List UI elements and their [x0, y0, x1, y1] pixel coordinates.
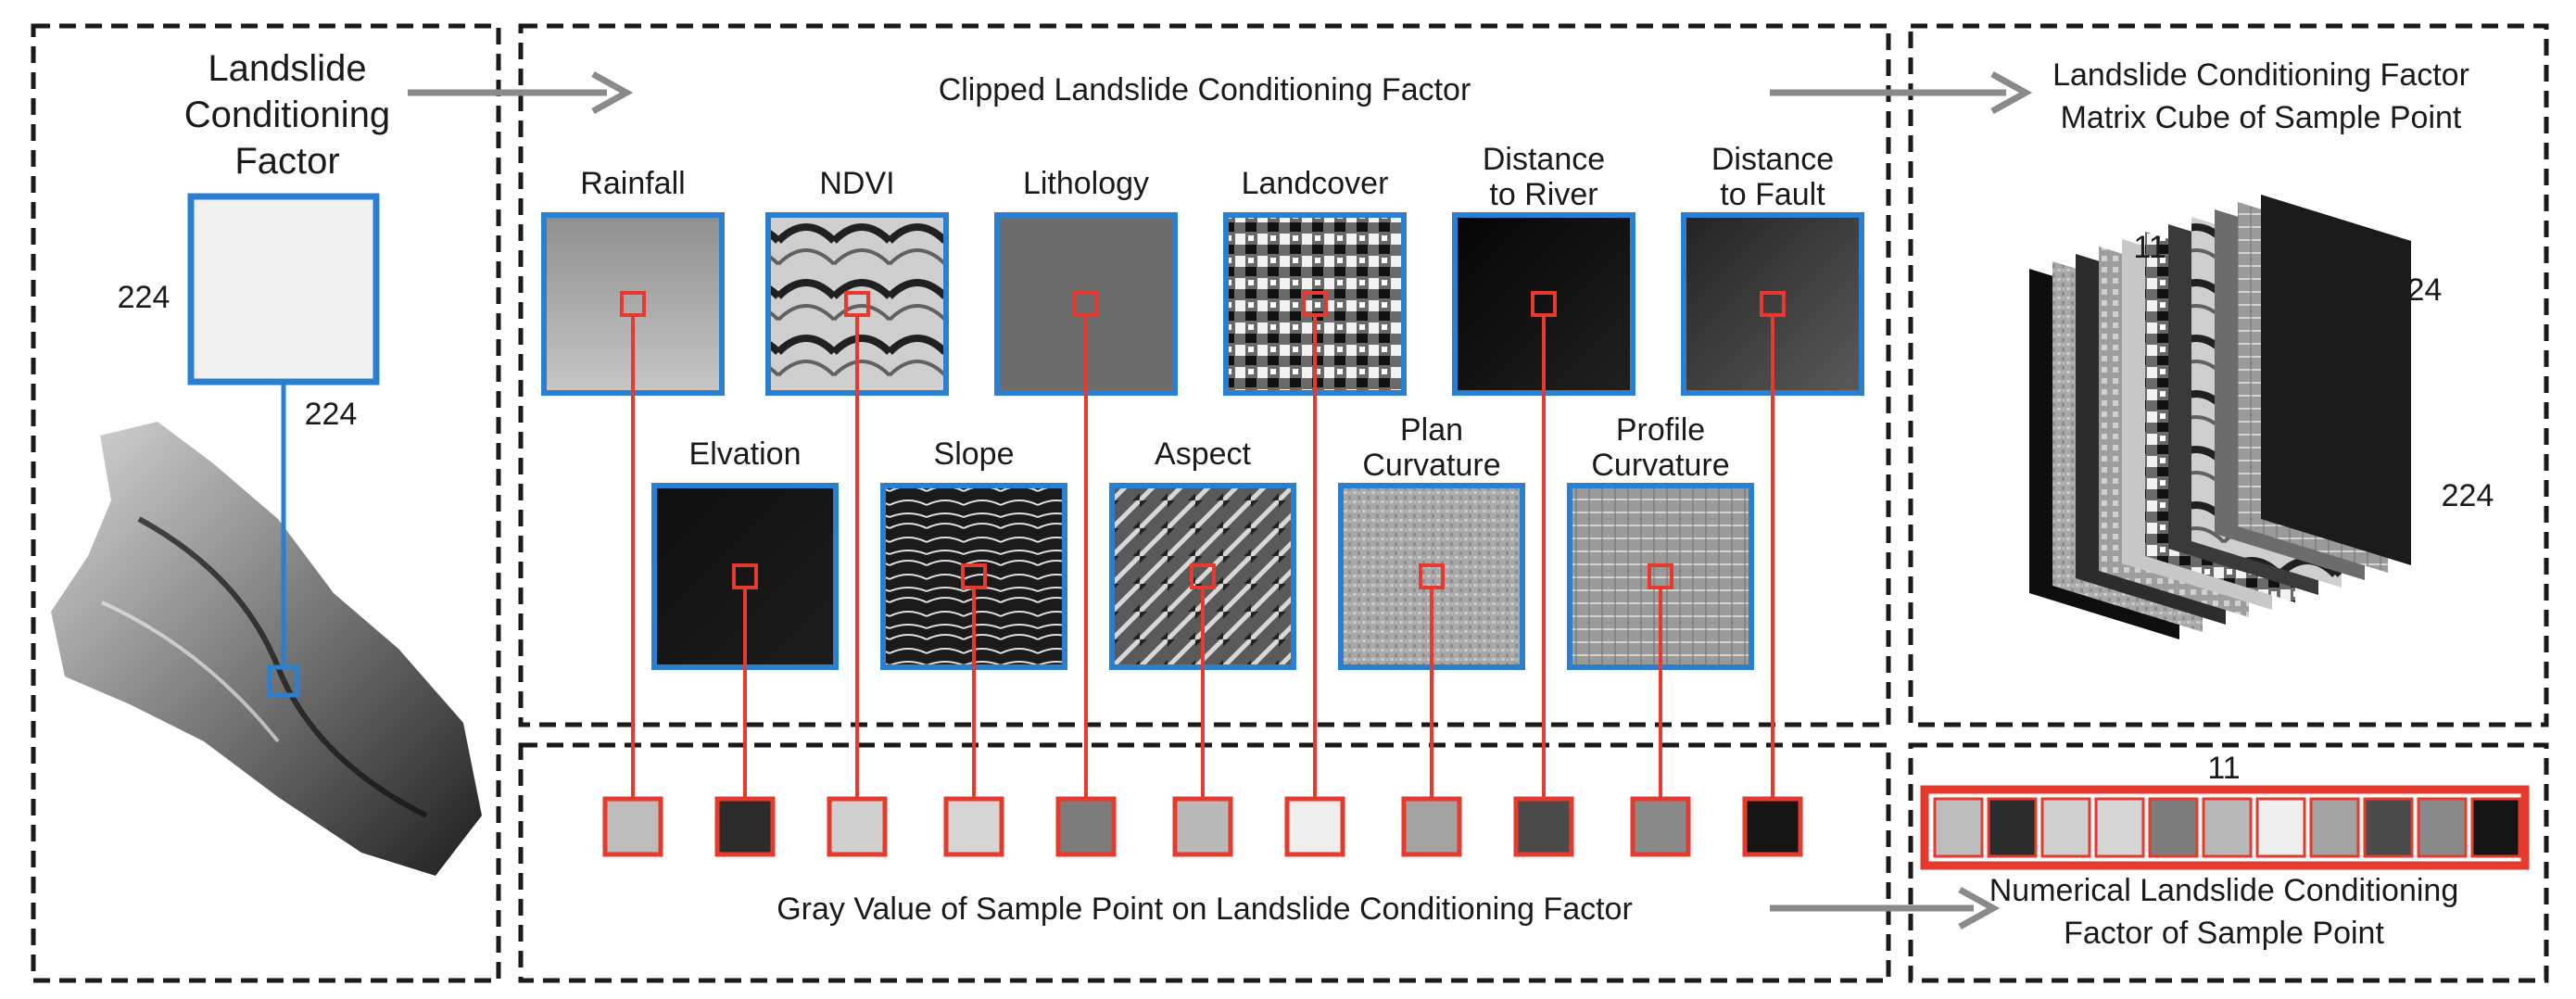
left-width-label: 224 [304, 397, 358, 432]
matrix-cube [2029, 195, 2411, 639]
numerical-vector-cells [1933, 797, 2521, 858]
gray-value-square [1401, 796, 1462, 857]
vector-cell [2417, 797, 2468, 858]
cube-height-label: 224 [2441, 478, 2494, 513]
arrow-left-to-center [408, 70, 634, 115]
sample-window [187, 193, 380, 386]
right-title-line2: Matrix Cube of Sample Point [2060, 100, 2462, 135]
vector-cell [2148, 797, 2199, 858]
gray-value-square [943, 796, 1004, 857]
arrow-center-to-right [1770, 70, 2033, 115]
vector-caption-line1: Numerical Landslide Conditioning [1989, 873, 2459, 908]
gray-value-square [1284, 796, 1345, 857]
vector-cell [2040, 797, 2091, 858]
center-title: Clipped Landslide Conditioning Factor [938, 72, 1471, 107]
panel-right-top [1908, 23, 2549, 727]
gray-value-square [827, 796, 888, 857]
factor-label-rainfall: Rainfall [580, 166, 686, 201]
vector-caption-line2: Factor of Sample Point [2064, 916, 2384, 951]
factor-label-plan-line2: Curvature [1362, 448, 1501, 483]
gray-value-square [1630, 796, 1691, 857]
vector-cell [2094, 797, 2145, 858]
sample-point-blue [267, 664, 300, 698]
cube-depth-label: 11 [2133, 230, 2166, 265]
gray-value-square [1742, 796, 1803, 857]
factor-label-ndvi: NDVI [819, 166, 895, 201]
numerical-vector-frame [1920, 785, 2530, 870]
factor-label-plan-line1: Plan [1399, 412, 1464, 448]
gray-value-square [1172, 796, 1233, 857]
cube-width-label: 224 [2389, 272, 2443, 308]
factor-label-distance-fault-line1: Distance [1711, 142, 1835, 177]
factor-label-profile-line1: Profile [1615, 412, 1706, 448]
factor-label-slope: Slope [933, 436, 1015, 472]
factor-label-distance-fault-line2: to Fault [1720, 177, 1825, 212]
left-height-label: 224 [117, 280, 170, 315]
left-title-line3: Factor [234, 141, 340, 182]
panel-right-bottom [1908, 742, 2549, 983]
gray-value-squares [602, 796, 1803, 857]
sample-connectors-red [620, 291, 1786, 799]
arrow-bottom-to-right [1770, 886, 2001, 930]
gray-value-square [714, 796, 776, 857]
right-title-line1: Landslide Conditioning Factor [2052, 57, 2469, 93]
vector-cell [2309, 797, 2360, 858]
gray-value-caption: Gray Value of Sample Point on Landslide … [777, 892, 1633, 927]
factor-label-elvation: Elvation [688, 436, 802, 472]
factor-label-landcover: Landcover [1241, 166, 1389, 201]
factor-label-distance-river-line2: to River [1489, 177, 1598, 212]
vector-cell [2363, 797, 2414, 858]
terrain-map [51, 422, 482, 876]
vector-cell [2470, 797, 2521, 858]
gray-value-square [1055, 796, 1117, 857]
factor-label-profile-line2: Curvature [1591, 448, 1730, 483]
vector-count-label: 11 [2207, 751, 2241, 786]
gray-value-square [1513, 796, 1574, 857]
factor-label-aspect: Aspect [1155, 436, 1251, 472]
panel-left [31, 23, 501, 983]
left-title-line2: Conditioning [183, 95, 391, 135]
gray-value-square [602, 796, 663, 857]
vector-cell [2202, 797, 2253, 858]
vector-cell [1933, 797, 1984, 858]
factor-label-distance-river-line1: Distance [1482, 142, 1606, 177]
vector-cell [1987, 797, 2038, 858]
factor-label-lithology: Lithology [1022, 166, 1150, 201]
vector-cell [2255, 797, 2306, 858]
left-title-line1: Landslide [208, 48, 367, 89]
